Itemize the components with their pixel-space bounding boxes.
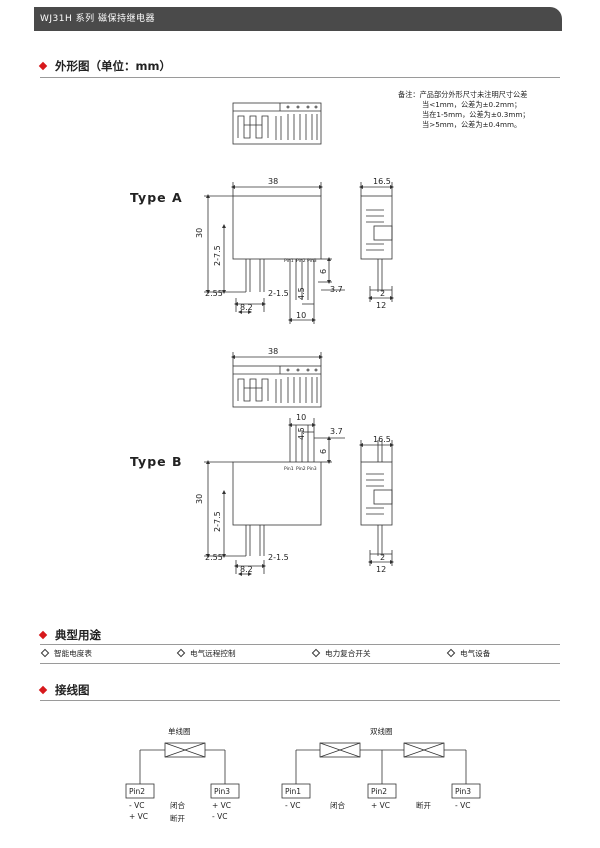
application-label: 电气设备 bbox=[460, 649, 491, 658]
dim-a-82: 8.2 bbox=[240, 303, 253, 312]
double-v2: + VC bbox=[371, 801, 390, 810]
single-coil-title: 单线圈 bbox=[168, 726, 191, 736]
dim-b-45: 4.5 bbox=[297, 427, 306, 440]
dim-b-6: 6 bbox=[319, 449, 328, 454]
dim-b-275: 2-7.5 bbox=[213, 511, 222, 532]
double-coil-title: 双线圈 bbox=[370, 726, 393, 736]
header-title: WJ31H 系列 磁保持继电器 bbox=[40, 14, 155, 24]
double-pin2: Pin2 bbox=[371, 787, 387, 796]
section-applications: 典型用途 bbox=[38, 627, 101, 643]
section-divider bbox=[40, 77, 560, 78]
note-line-1: 备注：产品部分外形尺寸未注明尺寸公差 bbox=[398, 90, 528, 99]
note-line-2: 当<1mm，公差为±0.2mm； bbox=[422, 100, 522, 109]
single-right-a: + VC bbox=[212, 801, 231, 810]
dim-a-37: 3.7 bbox=[330, 285, 343, 294]
single-left-b: + VC bbox=[129, 812, 148, 821]
section-divider bbox=[40, 663, 560, 664]
dim-b-2: 2 bbox=[380, 553, 385, 562]
pin-label-b-3: Pin3 bbox=[307, 466, 317, 472]
application-label: 电气远程控制 bbox=[190, 649, 236, 658]
type-a-label: Type A bbox=[130, 190, 183, 205]
single-mid-b: 断开 bbox=[170, 813, 185, 823]
double-v3: - VC bbox=[455, 801, 470, 810]
dim-b-165: 16.5 bbox=[373, 435, 391, 444]
note-line-4: 当>5mm，公差为±0.4mm。 bbox=[422, 120, 522, 129]
dim-a-45: 4.5 bbox=[297, 287, 306, 300]
pin-label-b-2: Pin2 bbox=[296, 466, 306, 472]
dim-a-10: 10 bbox=[296, 311, 306, 320]
dim-b-82: 8.2 bbox=[240, 565, 253, 574]
dim-b-215: 2-1.5 bbox=[268, 553, 289, 562]
dim-a-2: 2 bbox=[380, 289, 385, 298]
application-item: 电气设备 bbox=[446, 648, 491, 659]
single-right-b: - VC bbox=[212, 812, 227, 821]
double-open: 断开 bbox=[416, 800, 431, 810]
dim-b-38: 38 bbox=[268, 347, 278, 356]
hollow-diamond-icon bbox=[446, 648, 456, 658]
dim-a-38: 38 bbox=[268, 177, 278, 186]
application-item: 电力复合开关 bbox=[311, 648, 371, 659]
header-bar bbox=[34, 7, 562, 31]
note-line-3: 当在1-5mm，公差为±0.3mm； bbox=[422, 110, 530, 119]
double-v1: - VC bbox=[285, 801, 300, 810]
application-item: 电气远程控制 bbox=[176, 648, 236, 659]
type-a-side-view bbox=[359, 182, 394, 302]
dim-a-255: 2.55 bbox=[205, 289, 223, 298]
dim-a-30: 30 bbox=[195, 228, 204, 238]
dim-a-165: 16.5 bbox=[373, 177, 391, 186]
top-view-upper bbox=[232, 102, 322, 145]
single-left-a: - VC bbox=[129, 801, 144, 810]
single-coil-diagram bbox=[125, 742, 240, 799]
dim-a-275: 2-7.5 bbox=[213, 245, 222, 266]
section-applications-label: 典型用途 bbox=[55, 628, 101, 642]
tolerance-note: 备注：产品部分外形尺寸未注明尺寸公差 当<1mm，公差为±0.2mm； 当在1-… bbox=[398, 90, 530, 130]
double-pin3: Pin3 bbox=[455, 787, 471, 796]
section-dimensions: 外形图（单位：mm） bbox=[38, 58, 171, 74]
dim-a-6: 6 bbox=[319, 269, 328, 274]
diamond-bullet-icon bbox=[38, 630, 48, 639]
type-a-front-view bbox=[204, 182, 345, 324]
dim-b-255: 2.55 bbox=[205, 553, 223, 562]
double-coil-diagram bbox=[281, 742, 481, 799]
dim-a-12: 12 bbox=[376, 301, 386, 310]
section-wiring: 接线图 bbox=[38, 682, 90, 698]
top-view-lower bbox=[231, 352, 323, 408]
dim-b-12: 12 bbox=[376, 565, 386, 574]
dim-a-215: 2-1.5 bbox=[268, 289, 289, 298]
hollow-diamond-icon bbox=[40, 648, 50, 658]
hollow-diamond-icon bbox=[311, 648, 321, 658]
single-pin-left: Pin2 bbox=[129, 787, 145, 796]
pin-label-b-1: Pin1 bbox=[284, 466, 294, 472]
application-label: 智能电度表 bbox=[54, 649, 92, 658]
type-b-front-view bbox=[204, 418, 345, 576]
single-pin-right: Pin3 bbox=[214, 787, 230, 796]
diamond-bullet-icon bbox=[38, 685, 48, 694]
pin-label-a-2: Pin2 bbox=[296, 258, 306, 264]
section-divider bbox=[40, 700, 560, 701]
type-b-label: Type B bbox=[130, 454, 183, 469]
dim-b-30: 30 bbox=[195, 494, 204, 504]
section-dimensions-label: 外形图（单位：mm） bbox=[55, 59, 171, 73]
application-label: 电力复合开关 bbox=[325, 649, 371, 658]
double-pin1: Pin1 bbox=[285, 787, 301, 796]
section-wiring-label: 接线图 bbox=[55, 683, 90, 697]
type-b-side-view bbox=[359, 440, 394, 566]
dim-b-37: 3.7 bbox=[330, 427, 343, 436]
pin-label-a-3: Pin3 bbox=[307, 258, 317, 264]
application-item: 智能电度表 bbox=[40, 648, 92, 659]
double-close: 闭合 bbox=[330, 800, 345, 810]
hollow-diamond-icon bbox=[176, 648, 186, 658]
single-mid-a: 闭合 bbox=[170, 800, 185, 810]
pin-label-a-1: Pin1 bbox=[284, 258, 294, 264]
section-divider bbox=[40, 644, 560, 645]
dim-b-10: 10 bbox=[296, 413, 306, 422]
